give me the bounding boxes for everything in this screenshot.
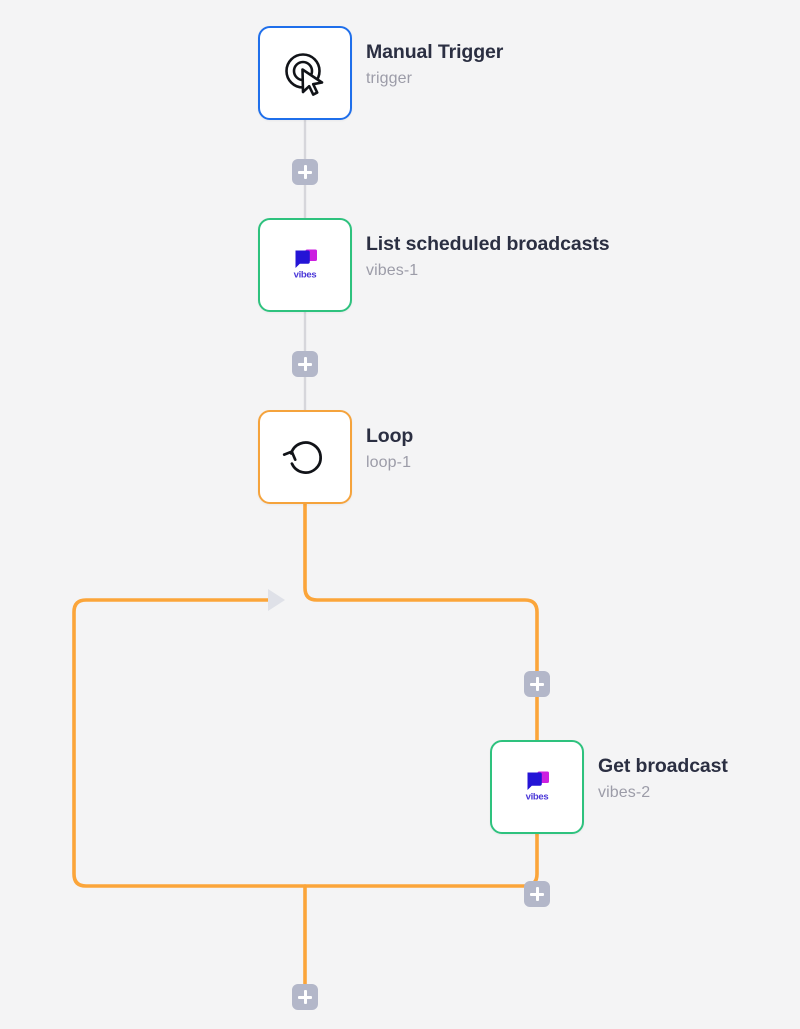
add-node-button-after-vibes-2[interactable] xyxy=(524,881,550,907)
node-title: Get broadcast xyxy=(598,755,728,777)
loopback-arrow-icon xyxy=(268,589,285,611)
node-title: Loop xyxy=(366,425,414,447)
svg-text:vibes: vibes xyxy=(526,792,549,803)
node-get-broadcast[interactable]: vibes xyxy=(490,740,584,834)
node-loop[interactable] xyxy=(258,410,352,504)
node-subtitle: trigger xyxy=(366,70,413,88)
node-manual-trigger[interactable] xyxy=(258,26,352,120)
add-node-button-after-loop[interactable] xyxy=(292,984,318,1010)
edge-vibes-2-loopback xyxy=(72,598,539,888)
vibes-logo-icon: vibes xyxy=(507,757,567,817)
add-node-button-after-trigger[interactable] xyxy=(292,159,318,185)
labels-manual-trigger: Manual Trigger trigger xyxy=(366,41,503,89)
node-title: List scheduled broadcasts xyxy=(366,233,610,255)
node-subtitle: vibes-1 xyxy=(366,262,419,280)
node-title: Manual Trigger xyxy=(366,41,504,63)
loop-refresh-icon xyxy=(275,427,335,487)
cursor-click-icon xyxy=(275,43,335,103)
vibes-logo-icon: vibes xyxy=(275,235,335,295)
node-list-scheduled-broadcasts[interactable]: vibes xyxy=(258,218,352,312)
labels-list-scheduled-broadcasts: List scheduled broadcasts vibes-1 xyxy=(366,233,610,281)
add-node-button-before-vibes-2[interactable] xyxy=(524,671,550,697)
labels-loop: Loop loop-1 xyxy=(366,425,413,473)
labels-get-broadcast: Get broadcast vibes-2 xyxy=(598,755,728,803)
edge-loop-to-vibes-2 xyxy=(303,502,539,742)
svg-text:vibes: vibes xyxy=(294,270,317,281)
add-node-button-after-vibes-1[interactable] xyxy=(292,351,318,377)
node-subtitle: loop-1 xyxy=(366,454,412,472)
node-subtitle: vibes-2 xyxy=(598,784,651,802)
